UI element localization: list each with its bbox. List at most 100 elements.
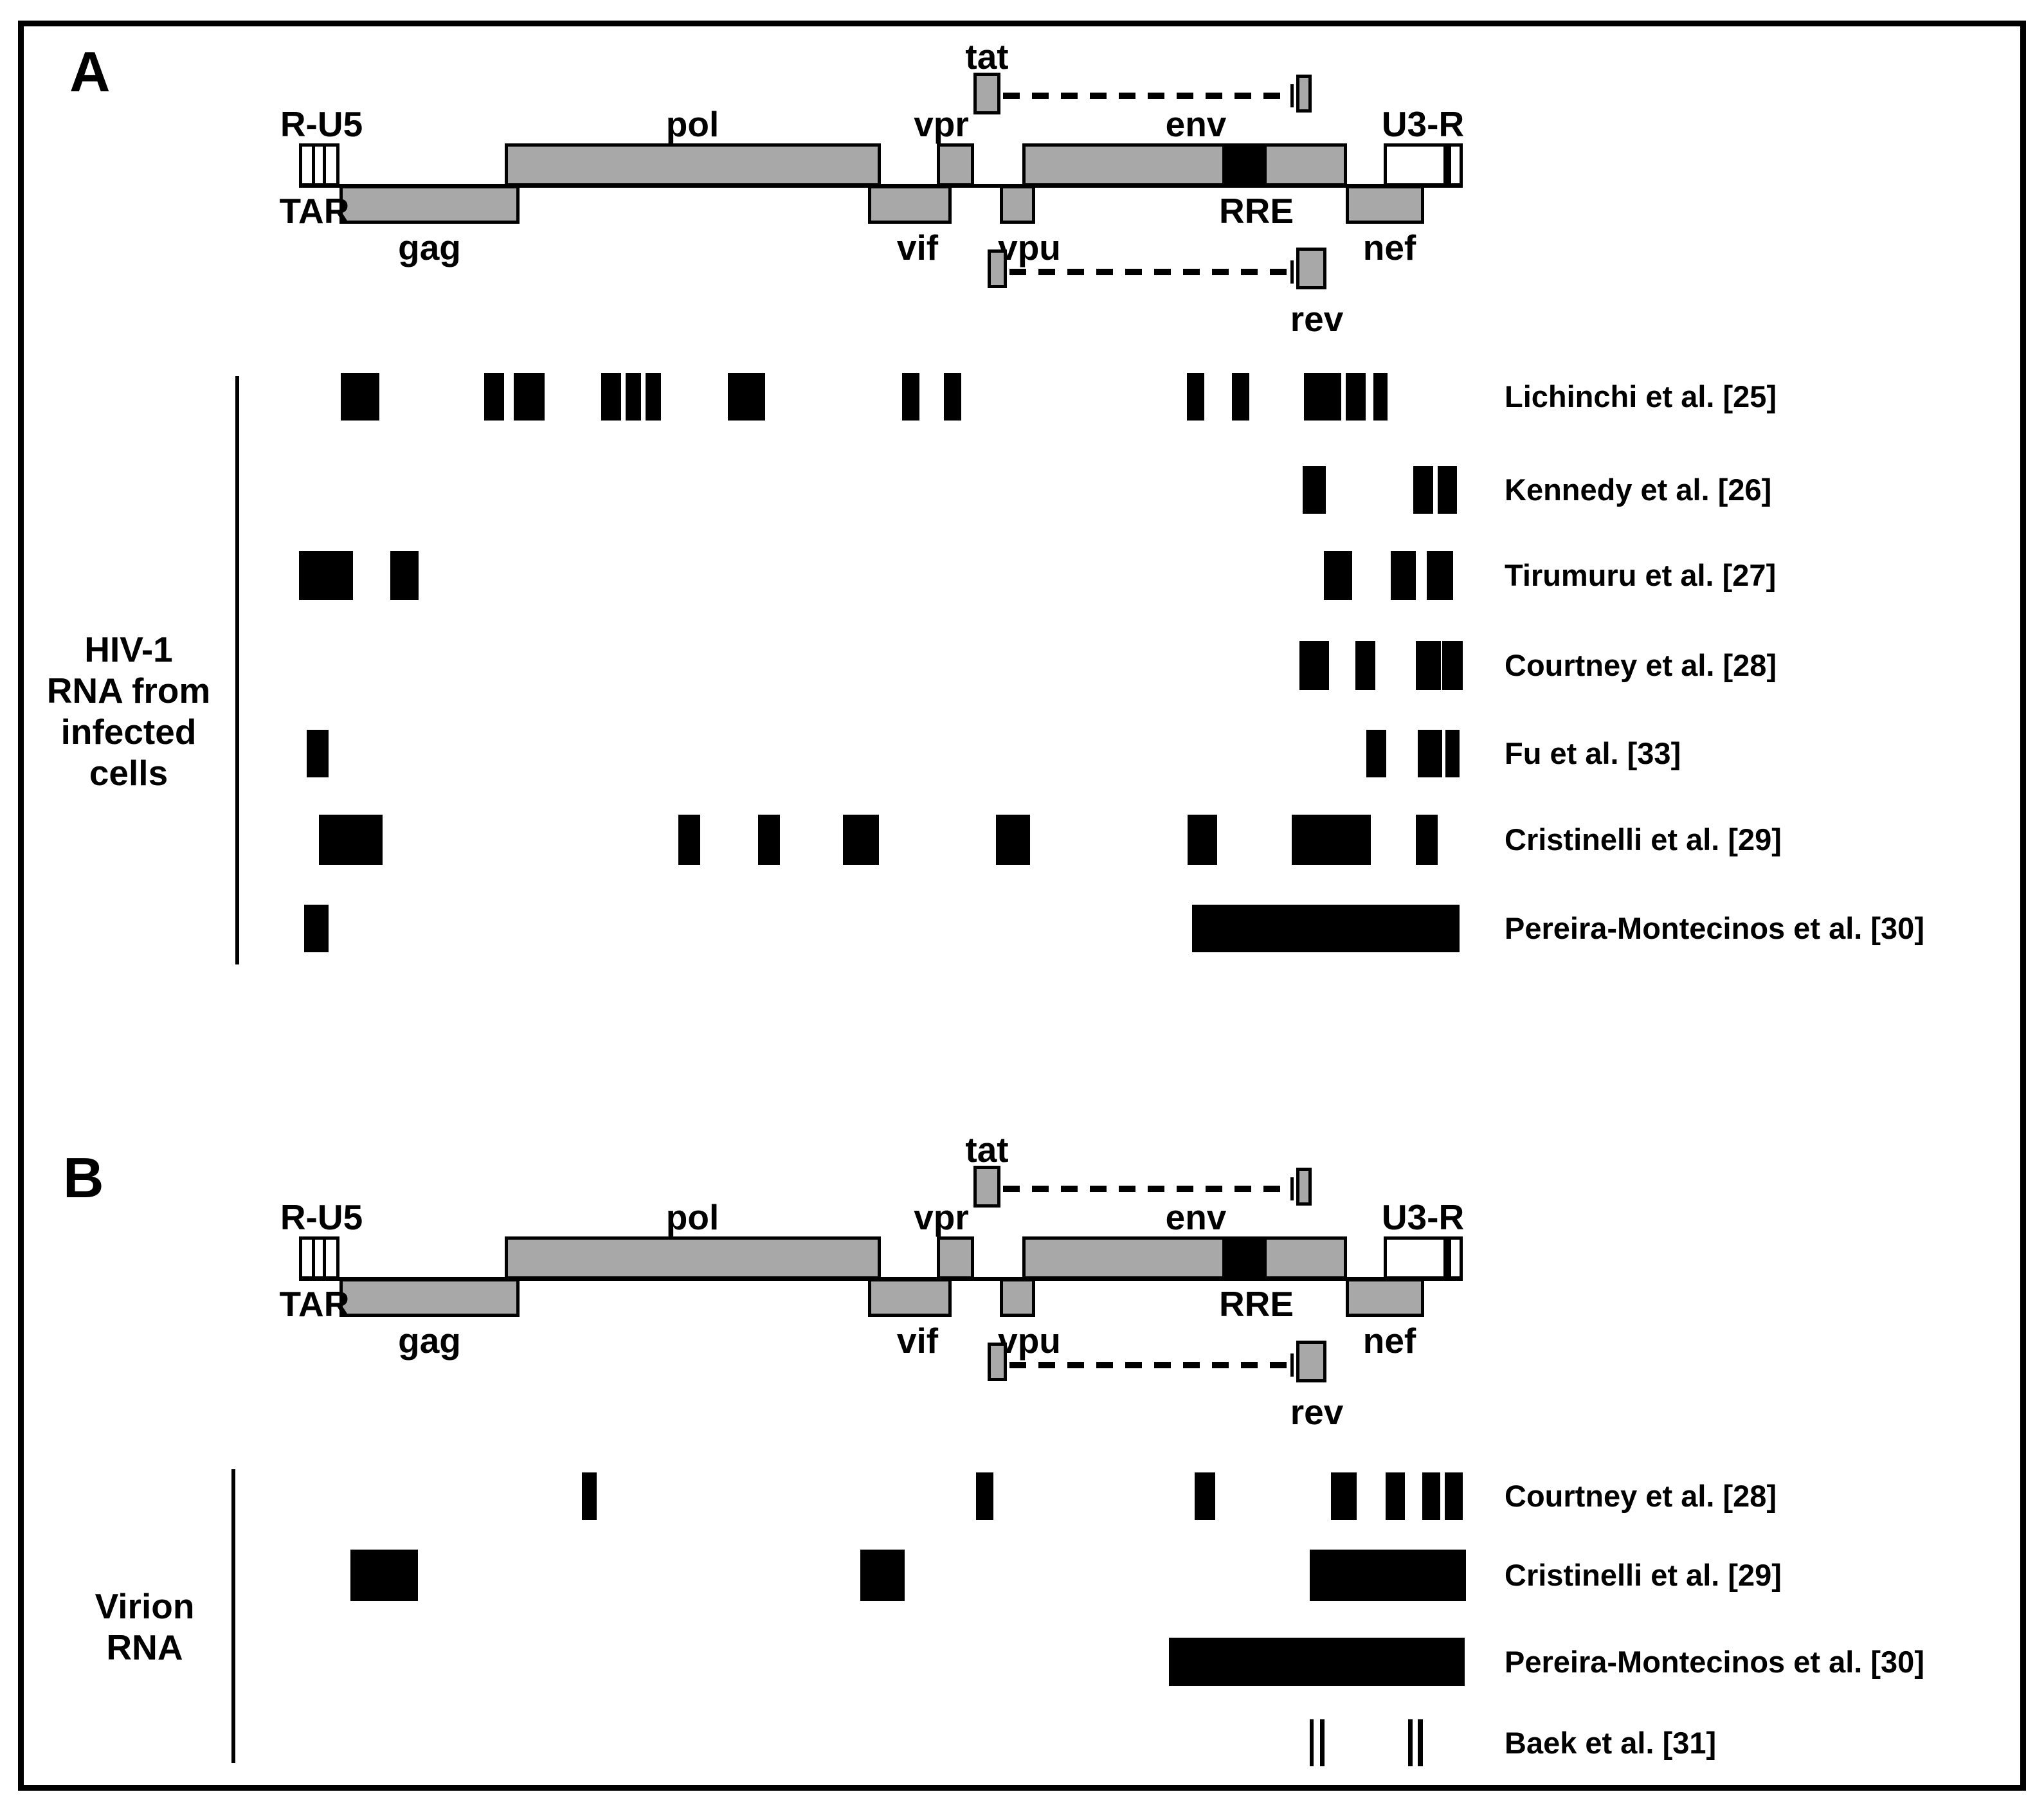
genome-label-pol: pol [665, 104, 719, 144]
genome-box-gag [339, 1278, 520, 1317]
genome-label-rev: rev [1290, 299, 1344, 339]
study-row-label: Tirumuru et al. [27] [1505, 558, 1777, 592]
genome-label-rre: RRE [1218, 191, 1294, 231]
r-u5-divider [322, 147, 326, 183]
modification-site-mark [1232, 373, 1249, 421]
modification-site-mark [1418, 730, 1442, 777]
modification-site-mark [1416, 815, 1438, 865]
genome-label-vpu: vpu [998, 1321, 1061, 1361]
modification-site-mark [1331, 1472, 1357, 1520]
genome-label-u3-r: U3-R [1381, 104, 1465, 144]
modification-site-mark [976, 1472, 993, 1520]
modification-site-mark [902, 373, 919, 421]
genome-box-pol [505, 1236, 881, 1280]
modification-site-mark [299, 551, 353, 600]
modification-site-mark [944, 373, 961, 421]
study-row-label: Lichinchi et al. [25] [1505, 379, 1777, 413]
modification-site-mark [601, 373, 621, 421]
modification-site-mark [307, 730, 329, 777]
modification-site-mark [646, 373, 661, 421]
modification-site-mark [758, 815, 780, 865]
panel-b-label: B [63, 1146, 104, 1209]
orf-dash-tat [1003, 1186, 1294, 1192]
study-row-label: Fu et al. [33] [1505, 736, 1681, 770]
rre-black-segment [1222, 1240, 1267, 1276]
orf-box-rev-5prime [988, 1343, 1007, 1381]
modification-site-mark [1438, 466, 1457, 514]
modification-site-mark [1373, 373, 1388, 421]
orf-box-rev-3prime [1296, 248, 1326, 289]
orf-box-tat-3prime [1296, 1168, 1312, 1206]
study-row-label: Pereira-Montecinos et al. [30] [1505, 1644, 1924, 1679]
orf-box-rev-3prime [1296, 1341, 1326, 1382]
modification-site-mark [1292, 815, 1371, 865]
modification-site-mark [626, 373, 641, 421]
modification-site-mark [1413, 466, 1433, 514]
orf-dash-tick-rev [1290, 1353, 1294, 1377]
genome-box-env [1022, 143, 1347, 186]
study-row-label: Pereira-Montecinos et al. [30] [1505, 911, 1924, 945]
genome-label-tar: TAR [279, 191, 350, 231]
study-row-label: Cristinelli et al. [29] [1505, 1558, 1782, 1592]
modification-site-mark [319, 815, 383, 865]
modification-site-mark [1303, 466, 1326, 514]
modification-site-mark [1188, 815, 1217, 865]
modification-site-mark [1391, 551, 1416, 600]
u3r-black-band [1443, 1240, 1451, 1276]
r-u5-divider [322, 1240, 326, 1276]
orf-box-tat-5prime [973, 1166, 1000, 1208]
genome-label-vpr: vpr [914, 104, 969, 144]
modification-site-mark [1445, 1472, 1463, 1520]
modification-site-mark [1310, 1719, 1314, 1766]
orf-dash-tick-tat [1290, 1177, 1294, 1200]
genome-box-r-u5 [299, 143, 339, 186]
group-line-A [235, 376, 239, 964]
genome-label-vpr: vpr [914, 1197, 969, 1237]
genome-box-vpu [1000, 1278, 1035, 1317]
orf-box-rev-5prime [988, 249, 1007, 288]
modification-site-mark [1445, 730, 1460, 777]
genome-box-vif [868, 185, 952, 224]
modification-site-mark [1192, 905, 1460, 952]
modification-site-mark [1418, 1719, 1423, 1766]
group-label-virion-rna: Virion RNA [55, 1586, 235, 1668]
orf-dash-rev [1009, 269, 1294, 275]
modification-site-mark [1366, 730, 1386, 777]
group-label-line: cells [89, 753, 168, 793]
group-label-line: RNA from [46, 671, 211, 710]
modification-site-mark [514, 373, 545, 421]
study-row-label: Cristinelli et al. [29] [1505, 822, 1782, 856]
modification-site-mark [1304, 373, 1341, 421]
study-row-label: Kennedy et al. [26] [1505, 473, 1772, 507]
genome-box-nef [1346, 1278, 1424, 1317]
genome-box-gag [339, 185, 520, 224]
modification-site-mark [1408, 1719, 1413, 1766]
modification-site-mark [341, 373, 379, 421]
modification-site-mark [1416, 641, 1441, 690]
modification-site-mark [678, 815, 700, 865]
genome-label-nef: nef [1362, 228, 1416, 267]
genome-label-vif: vif [896, 228, 939, 267]
genome-label-env: env [1165, 104, 1227, 144]
genome-box-vpr [937, 1236, 974, 1280]
genome-label-gag: gag [398, 228, 461, 267]
genome-label-vif: vif [896, 1321, 939, 1361]
modification-site-mark [996, 815, 1030, 865]
genome-label-tar: TAR [279, 1284, 350, 1324]
modification-site-mark [1346, 373, 1366, 421]
modification-site-mark [1355, 641, 1375, 690]
modification-site-mark [1195, 1472, 1215, 1520]
study-row-label: Baek et al. [31] [1505, 1725, 1717, 1760]
group-label-line: HIV-1 [84, 629, 173, 669]
genome-label-gag: gag [398, 1321, 461, 1361]
modification-site-mark [1320, 1719, 1325, 1766]
genome-label-rev: rev [1290, 1392, 1344, 1432]
panel-a-label: A [69, 40, 111, 104]
u3r-black-band [1443, 147, 1451, 183]
group-label-line: RNA [106, 1627, 183, 1667]
figure-border [18, 21, 2026, 1791]
genome-box-env [1022, 1236, 1347, 1280]
